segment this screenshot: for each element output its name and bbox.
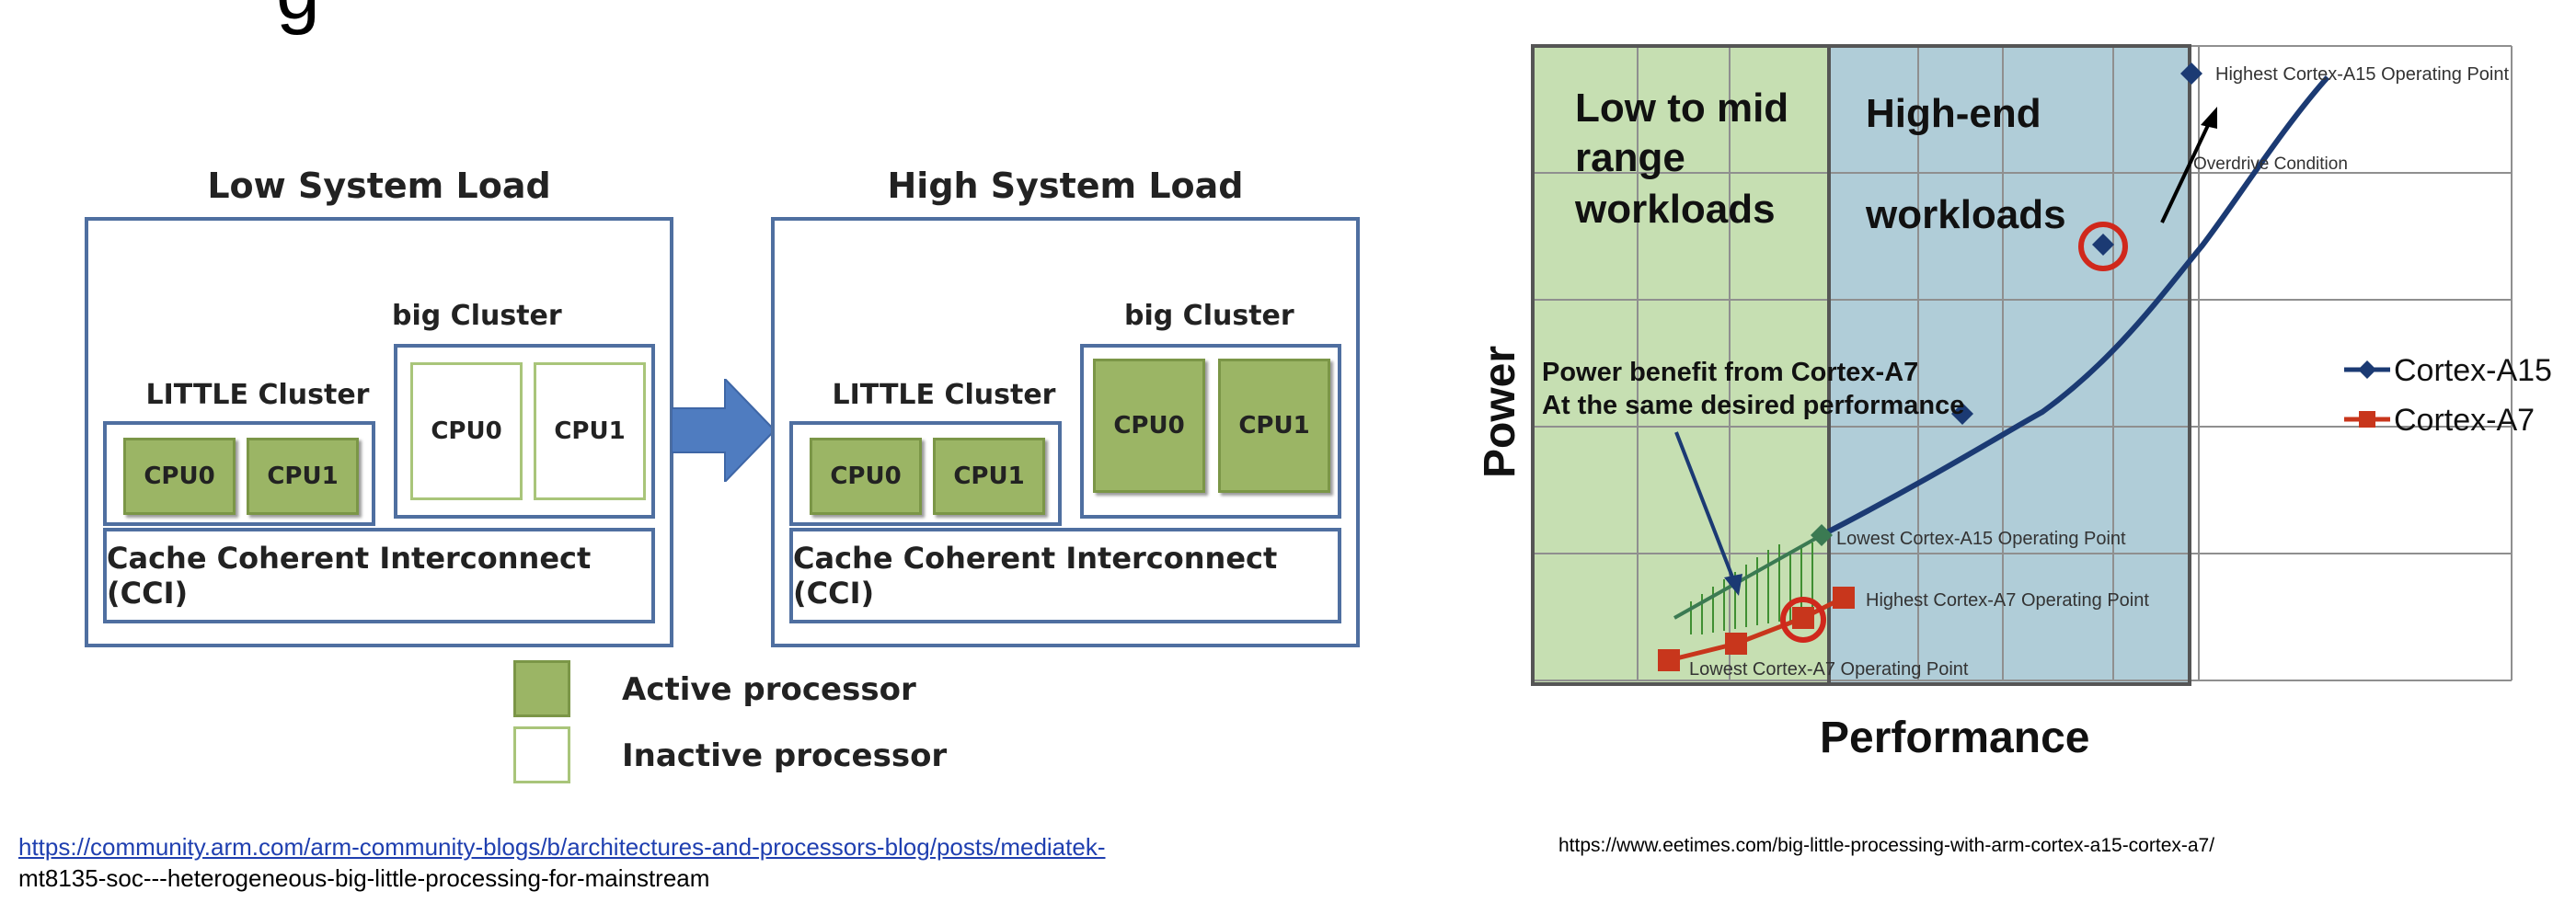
legend-cortex-a15-label: Cortex-A15 [2394,353,2552,388]
legend-cortex-a15: Cortex-A15 [2344,353,2552,388]
panel-high-load: big Cluster CPU0 CPU1 LITTLE Cluster CPU… [771,217,1360,647]
region-label-low-line3: workloads [1574,187,1776,232]
legend-inactive-label: Inactive processor [622,737,948,774]
power-benefit-arrow [1674,431,1742,596]
cortex-a7-line [1668,595,1846,663]
slide-title: g [276,0,320,38]
legend-active-swatch [513,660,570,717]
highest-a15-label: Highest Cortex-A15 Operating Point [2215,64,2509,85]
overdrive-arrow [2160,107,2217,223]
little-cpu0: CPU0 [810,438,922,515]
little-cluster-box: CPU0 CPU1 [789,421,1062,526]
a15-highlight-circle [2078,222,2128,271]
a15-point-1 [1811,524,1833,546]
panel-low-load: big Cluster CPU0 CPU1 LITTLE Cluster CPU… [85,217,673,647]
little-cluster-label: LITTLE Cluster [145,379,370,411]
a15-point-4 [2180,63,2202,85]
big-cluster-box: CPU0 CPU1 [1080,344,1341,519]
little-cpu0: CPU0 [123,438,236,515]
little-cluster-label: LITTLE Cluster [832,379,1056,411]
source-link-eetimes[interactable]: https://www.eetimes.com/big-little-proce… [1558,835,2215,856]
cortex-a15-line [1820,75,2330,538]
a15-point-3 [2092,234,2114,256]
legend-cortex-a7-label: Cortex-A7 [2394,403,2535,438]
a7-point-3 [1792,607,1814,629]
a7-point-4 [1833,587,1855,609]
a7-point-1 [1658,649,1680,671]
a7-highlight-circle [1780,597,1826,643]
big-cpu1: CPU1 [1218,359,1330,493]
big-cluster-label: big Cluster [1124,300,1294,332]
lowest-a7-label: Lowest Cortex-A7 Operating Point [1689,659,1969,680]
legend-cortex-a7: Cortex-A7 [2344,403,2535,438]
little-cpu1: CPU1 [933,438,1045,515]
power-benefit-label-line2: At the same desired performance [1542,391,1964,420]
big-cpu1: CPU1 [534,362,646,500]
big-cluster-box: CPU0 CPU1 [394,344,655,519]
little-cpu1: CPU1 [247,438,359,515]
power-performance-chart: Low to mid range workloads High-end work… [1476,44,2552,762]
legend-active-label: Active processor [622,671,916,708]
region-label-low-line2: range [1575,135,1685,180]
high-end-region [1829,46,2190,684]
plot-frame [1531,44,2191,686]
highest-a7-label: Highest Cortex-A7 Operating Point [1866,590,2149,611]
y-axis-label: Power [1476,346,1524,478]
little-cluster-box: CPU0 CPU1 [103,421,375,526]
big-cpu0: CPU0 [410,362,523,500]
a7-point-2 [1725,633,1747,655]
panel-title-low-load: Low System Load [207,166,551,206]
x-axis-label: Performance [1820,714,2089,762]
big-cpu0: CPU0 [1093,359,1205,493]
chart-grid [1533,45,2513,681]
region-label-high-line1: High-end [1866,91,2041,136]
lowest-a15-label: Lowest Cortex-A15 Operating Point [1836,529,2126,549]
region-label-high-line2: workloads [1865,192,2066,237]
a15-point-2 [1951,403,1973,425]
power-benefit-label-line1: Power benefit from Cortex-A7 [1542,358,1918,387]
big-little-diagram: Low System Load big Cluster CPU0 CPU1 LI… [0,0,1398,892]
panel-title-high-load: High System Load [887,166,1244,206]
load-transition-arrow [672,379,775,482]
cci-box: Cache Coherent Interconnect (CCI) [103,528,655,623]
big-cluster-label: big Cluster [392,300,562,332]
cortex-a15-extrapolated-line [1673,533,1823,620]
region-label-low-line1: Low to mid [1575,86,1788,131]
cci-box: Cache Coherent Interconnect (CCI) [789,528,1341,623]
legend-inactive-swatch [513,726,570,783]
overdrive-label: Overdrive Condition [2193,154,2348,174]
source-link-arm-continued[interactable]: mt8135-soc---heterogeneous-big-little-pr… [18,864,710,892]
source-link-arm[interactable]: https://community.arm.com/arm-community-… [18,833,1106,861]
